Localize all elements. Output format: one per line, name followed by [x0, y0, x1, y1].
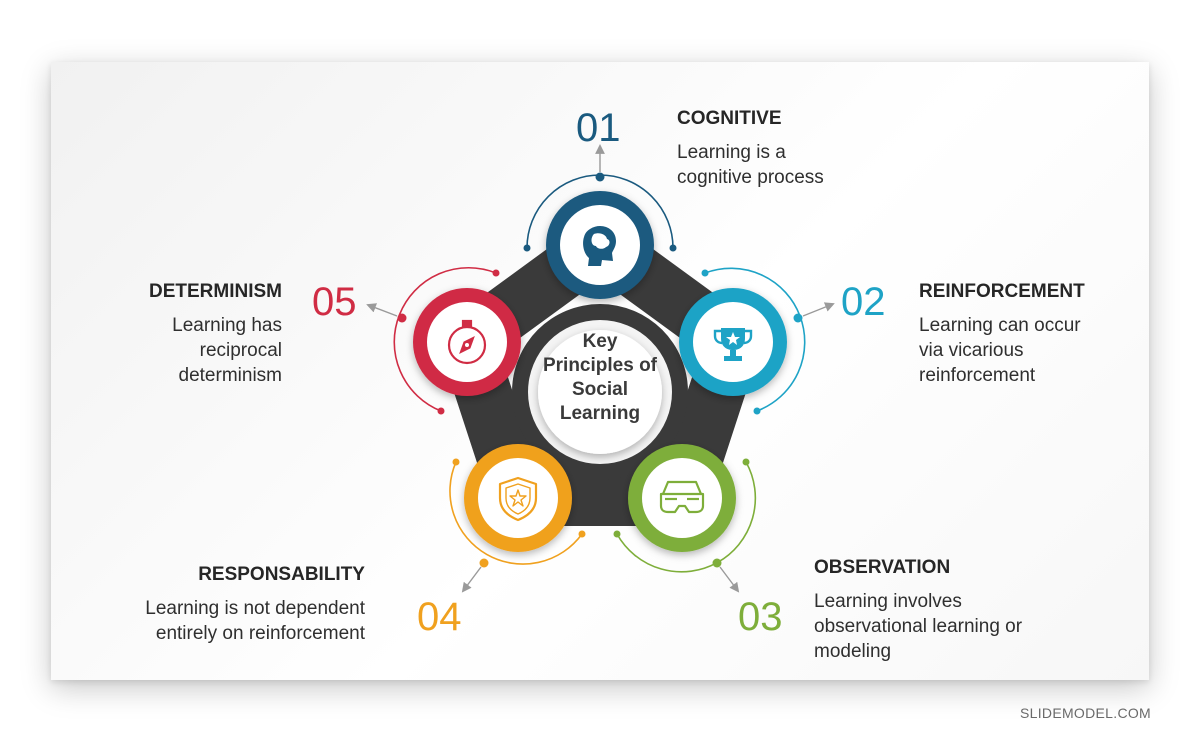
number-04: 04 [417, 595, 462, 639]
node-01 [546, 191, 654, 299]
title-observation: OBSERVATION [814, 557, 951, 578]
node-02 [679, 288, 787, 396]
title-responsability: RESPONSABILITY [198, 564, 365, 585]
brand-watermark: SLIDEMODEL.COM [1020, 705, 1151, 721]
trophy-icon [713, 328, 753, 361]
number-03: 03 [738, 595, 783, 639]
node-04 [464, 444, 572, 552]
title-determinism: DETERMINISM [149, 281, 282, 302]
3d-glasses-icon [659, 480, 705, 514]
desc-cognitive: Learning is a cognitive process [677, 142, 824, 188]
desc-reinforcement: Learning can occur via vicarious reinfor… [919, 315, 1081, 386]
compass-icon [447, 319, 487, 365]
title-cognitive: COGNITIVE [677, 108, 782, 129]
desc-responsability: Learning is not dependent entirely on re… [145, 598, 365, 644]
shield-star-icon [498, 476, 538, 522]
center-title: Key Principles of Social Learning [542, 331, 658, 424]
title-reinforcement: REINFORCEMENT [919, 281, 1085, 302]
number-01: 01 [576, 106, 621, 150]
number-05: 05 [312, 280, 357, 324]
desc-determinism: Learning has reciprocal determinism [172, 315, 282, 386]
number-02: 02 [841, 280, 886, 324]
head-brain-icon [583, 226, 616, 266]
node-03 [628, 444, 736, 552]
desc-observation: Learning involves observational learning… [814, 591, 1023, 662]
node-05 [413, 288, 521, 396]
pointer-arrows [366, 144, 835, 593]
arc-04 [449, 461, 583, 565]
